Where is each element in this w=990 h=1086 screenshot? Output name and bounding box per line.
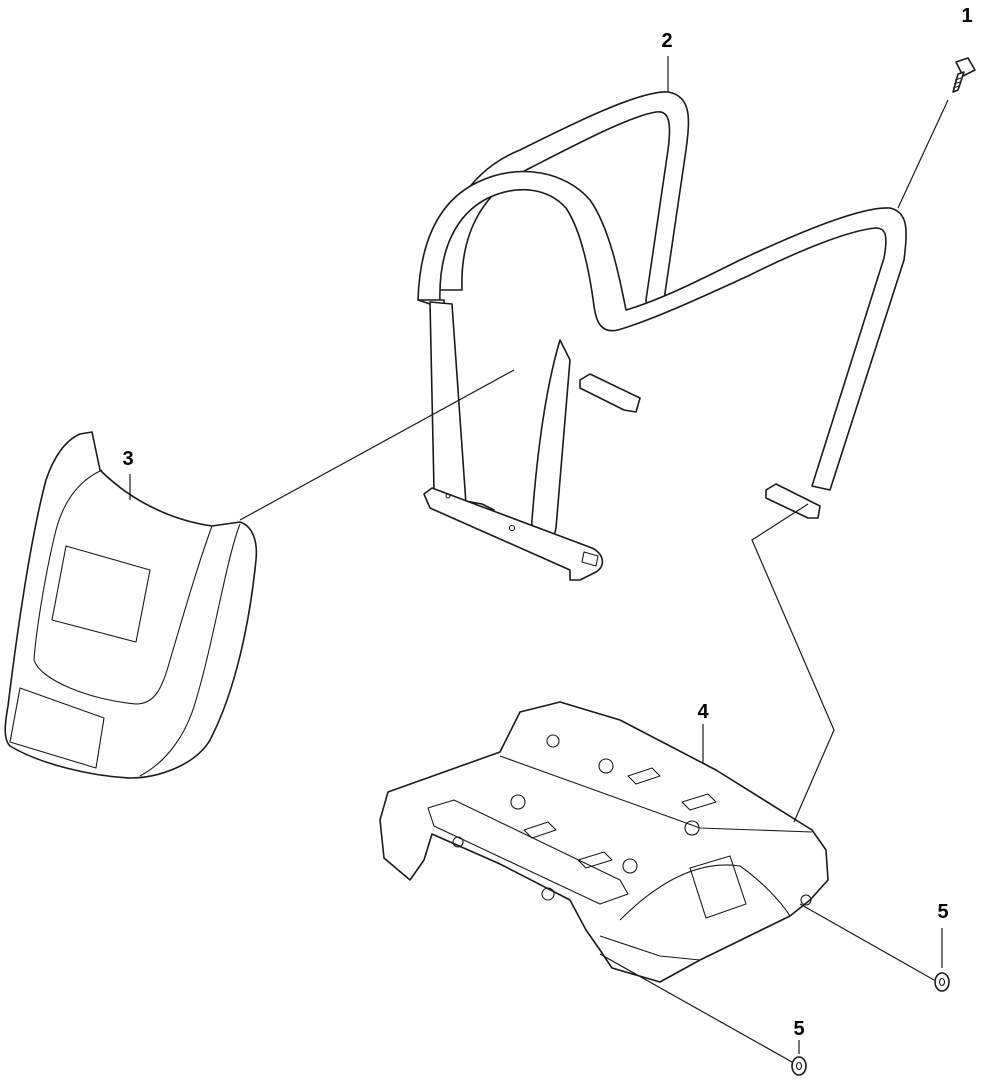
leader-base-to-washer-lower xyxy=(599,953,793,1063)
cover-part xyxy=(4,431,258,779)
callout-5-lower: 5 xyxy=(793,1018,804,1040)
leader-frame-to-base xyxy=(751,503,835,823)
callout-2: 2 xyxy=(661,30,672,52)
callout-1: 1 xyxy=(961,5,972,27)
callout-3: 3 xyxy=(122,448,133,470)
handle-bar-frame-part xyxy=(417,91,907,581)
base-plate-part xyxy=(379,701,829,983)
bolt-part xyxy=(952,57,976,93)
leader-base-to-washer-upper xyxy=(799,903,935,981)
callout-4: 4 xyxy=(697,701,709,723)
leader-bolt xyxy=(897,99,949,209)
callout-5-upper: 5 xyxy=(937,901,948,923)
washer-part-lower xyxy=(791,1056,807,1076)
leader-cover-to-frame xyxy=(239,369,515,521)
washer-part-upper xyxy=(934,972,950,992)
